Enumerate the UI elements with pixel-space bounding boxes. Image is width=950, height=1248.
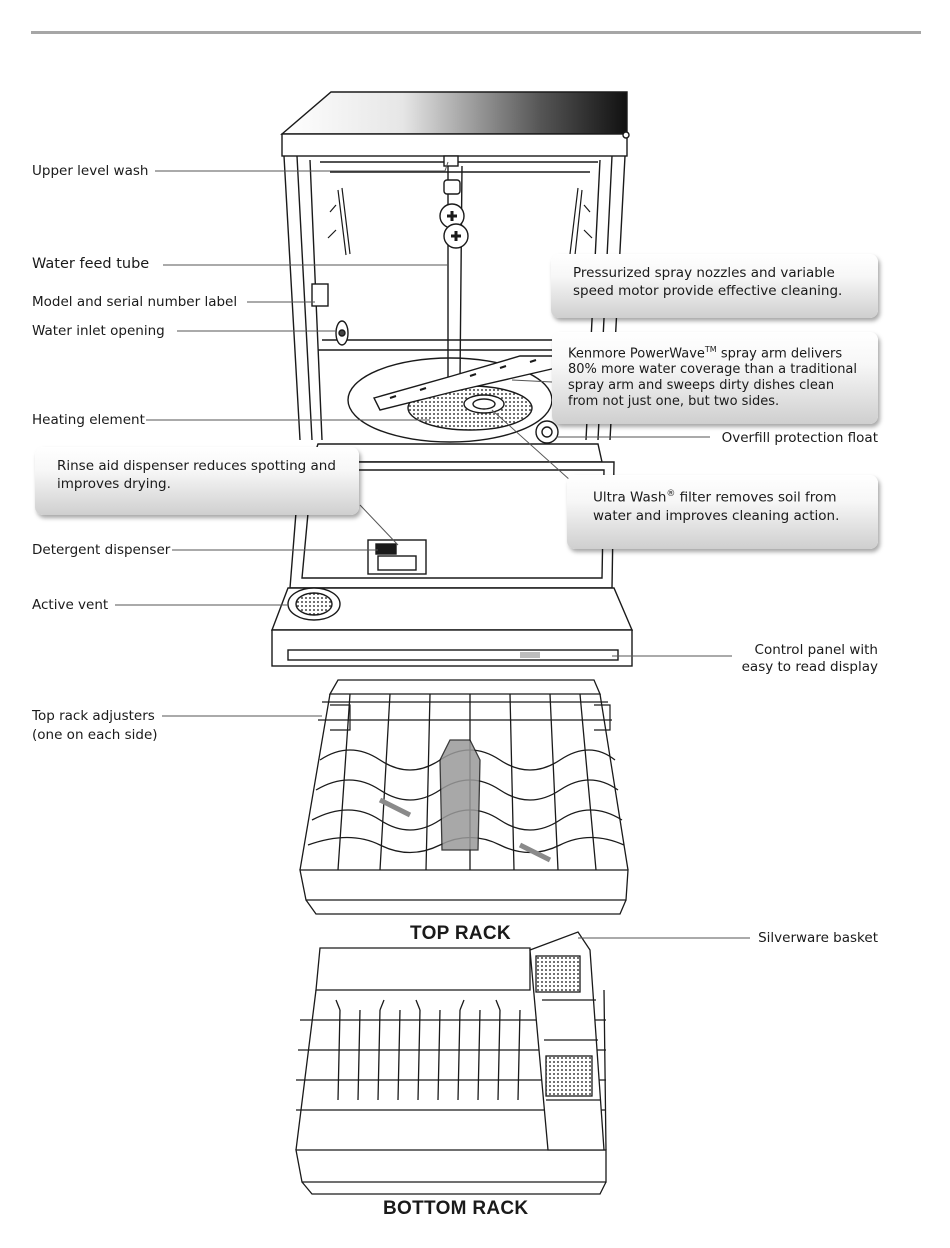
right-rack-rail [569,187,593,256]
bottom-rack-title: BOTTOM RACK [383,1198,529,1219]
callout-powerwave-brand: Kenmore PowerWave [568,346,705,362]
left-rack-rail [327,187,351,256]
bottom-rack [295,931,607,1195]
leader-powerwave [511,379,553,383]
control-panel [287,649,619,661]
tub-floor [318,339,590,351]
label-active-vent: Active vent [32,597,109,613]
callout-rinse-aid: Rinse aid dispenser reduces spotting and… [35,447,359,515]
callout-ultra-wash-text: filter removes soil from water and impro… [593,489,840,524]
sump-area [347,355,559,444]
callout-powerwave-text: spray arm delivers 80% more water covera… [568,346,858,410]
label-control-panel-2: easy to read display [741,659,878,675]
model-serial-label [311,283,329,307]
label-silverware-basket: Silverware basket [758,930,878,946]
leader-upper-wash [155,161,449,172]
callout-spray-nozzles: Pressurized spray nozzles and variable s… [551,254,878,318]
label-top-rack-adjusters-2: (one on each side) [32,727,158,743]
top-rack [299,679,629,915]
tub-top-frame [281,133,628,157]
label-overfill-float: Overfill protection float [721,430,878,446]
tub-top-lid [280,91,628,135]
label-heating-element: Heating element [32,412,145,428]
label-top-rack-adjusters-1: Top rack adjusters [32,708,155,724]
label-detergent-dispenser: Detergent dispenser [32,542,171,558]
top-rack-title: TOP RACK [410,923,511,944]
feed-tube [439,155,469,381]
callout-powerwave: Kenmore PowerWaveTM spray arm delivers 8… [552,332,878,424]
dishwasher-door [270,443,634,667]
label-model-serial: Model and serial number label [32,294,238,310]
callout-ultra-wash: Ultra Wash® filter removes soil from wat… [567,475,878,549]
label-water-inlet: Water inlet opening [32,323,165,339]
label-water-feed-tube: Water feed tube [32,256,150,272]
callout-ultra-wash-reg: ® [666,489,676,499]
label-control-panel-1: Control panel with [754,642,878,658]
callout-ultra-wash-brand: Ultra Wash [593,489,667,506]
leader-rinse-aid [359,504,399,546]
label-upper-level-wash: Upper level wash [32,163,149,179]
tub-back-wall [320,161,598,173]
callout-powerwave-tm: TM [704,345,717,354]
top-rule [31,31,921,34]
